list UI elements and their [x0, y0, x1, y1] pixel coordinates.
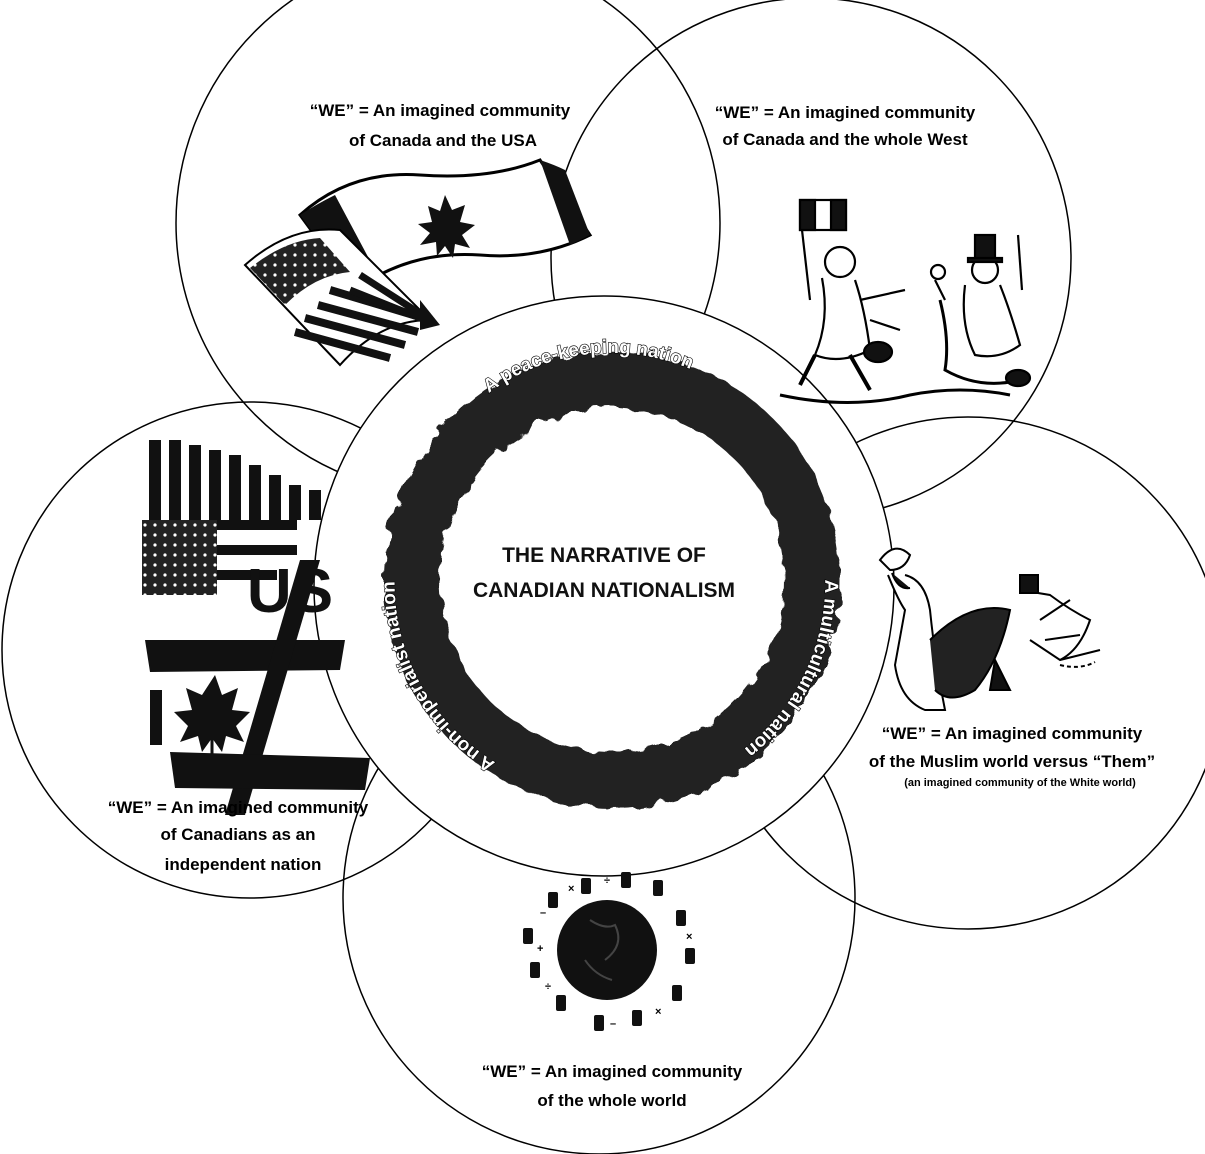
caption-muslim-line2: of the Muslim world versus “Them”	[869, 752, 1155, 771]
globe-with-figures-icon: × ÷ – + ÷ – × ×	[523, 872, 695, 1031]
svg-text:×: ×	[655, 1006, 661, 1018]
caption-independent-line3: independent nation	[165, 855, 322, 874]
caption-world-line1: “WE” = An imagined community	[482, 1062, 743, 1081]
svg-text:–: –	[610, 1018, 616, 1030]
svg-text:÷: ÷	[545, 981, 551, 993]
svg-text:–: –	[540, 907, 546, 919]
caption-muslim-line1: “WE” = An imagined community	[882, 724, 1143, 743]
svg-text:÷: ÷	[604, 875, 610, 887]
svg-text:×: ×	[686, 931, 692, 943]
caption-west-line2: of Canada and the whole West	[722, 130, 968, 149]
caption-west-line1: “WE” = An imagined community	[715, 103, 976, 122]
caption-usa-line2: of Canada and the USA	[349, 131, 537, 150]
svg-text:×: ×	[568, 883, 574, 895]
caption-muslim-line3: (an imagined community of the White worl…	[904, 777, 1136, 789]
svg-text:+: +	[537, 943, 543, 955]
western-soldiers-cartoon-icon	[780, 200, 1030, 403]
muslim-versus-west-cartoon-icon	[880, 549, 1100, 710]
center-title-line1: THE NARRATIVE OF	[502, 544, 706, 567]
caption-independent-line1: “WE” = An imagined community	[108, 798, 369, 817]
center-title-line2: CANADIAN NATIONALISM	[473, 579, 735, 602]
caption-independent-line2: of Canadians as an	[161, 825, 316, 844]
caption-world-line2: of the whole world	[537, 1091, 686, 1110]
caption-usa-line1: “WE” = An imagined community	[310, 101, 571, 120]
